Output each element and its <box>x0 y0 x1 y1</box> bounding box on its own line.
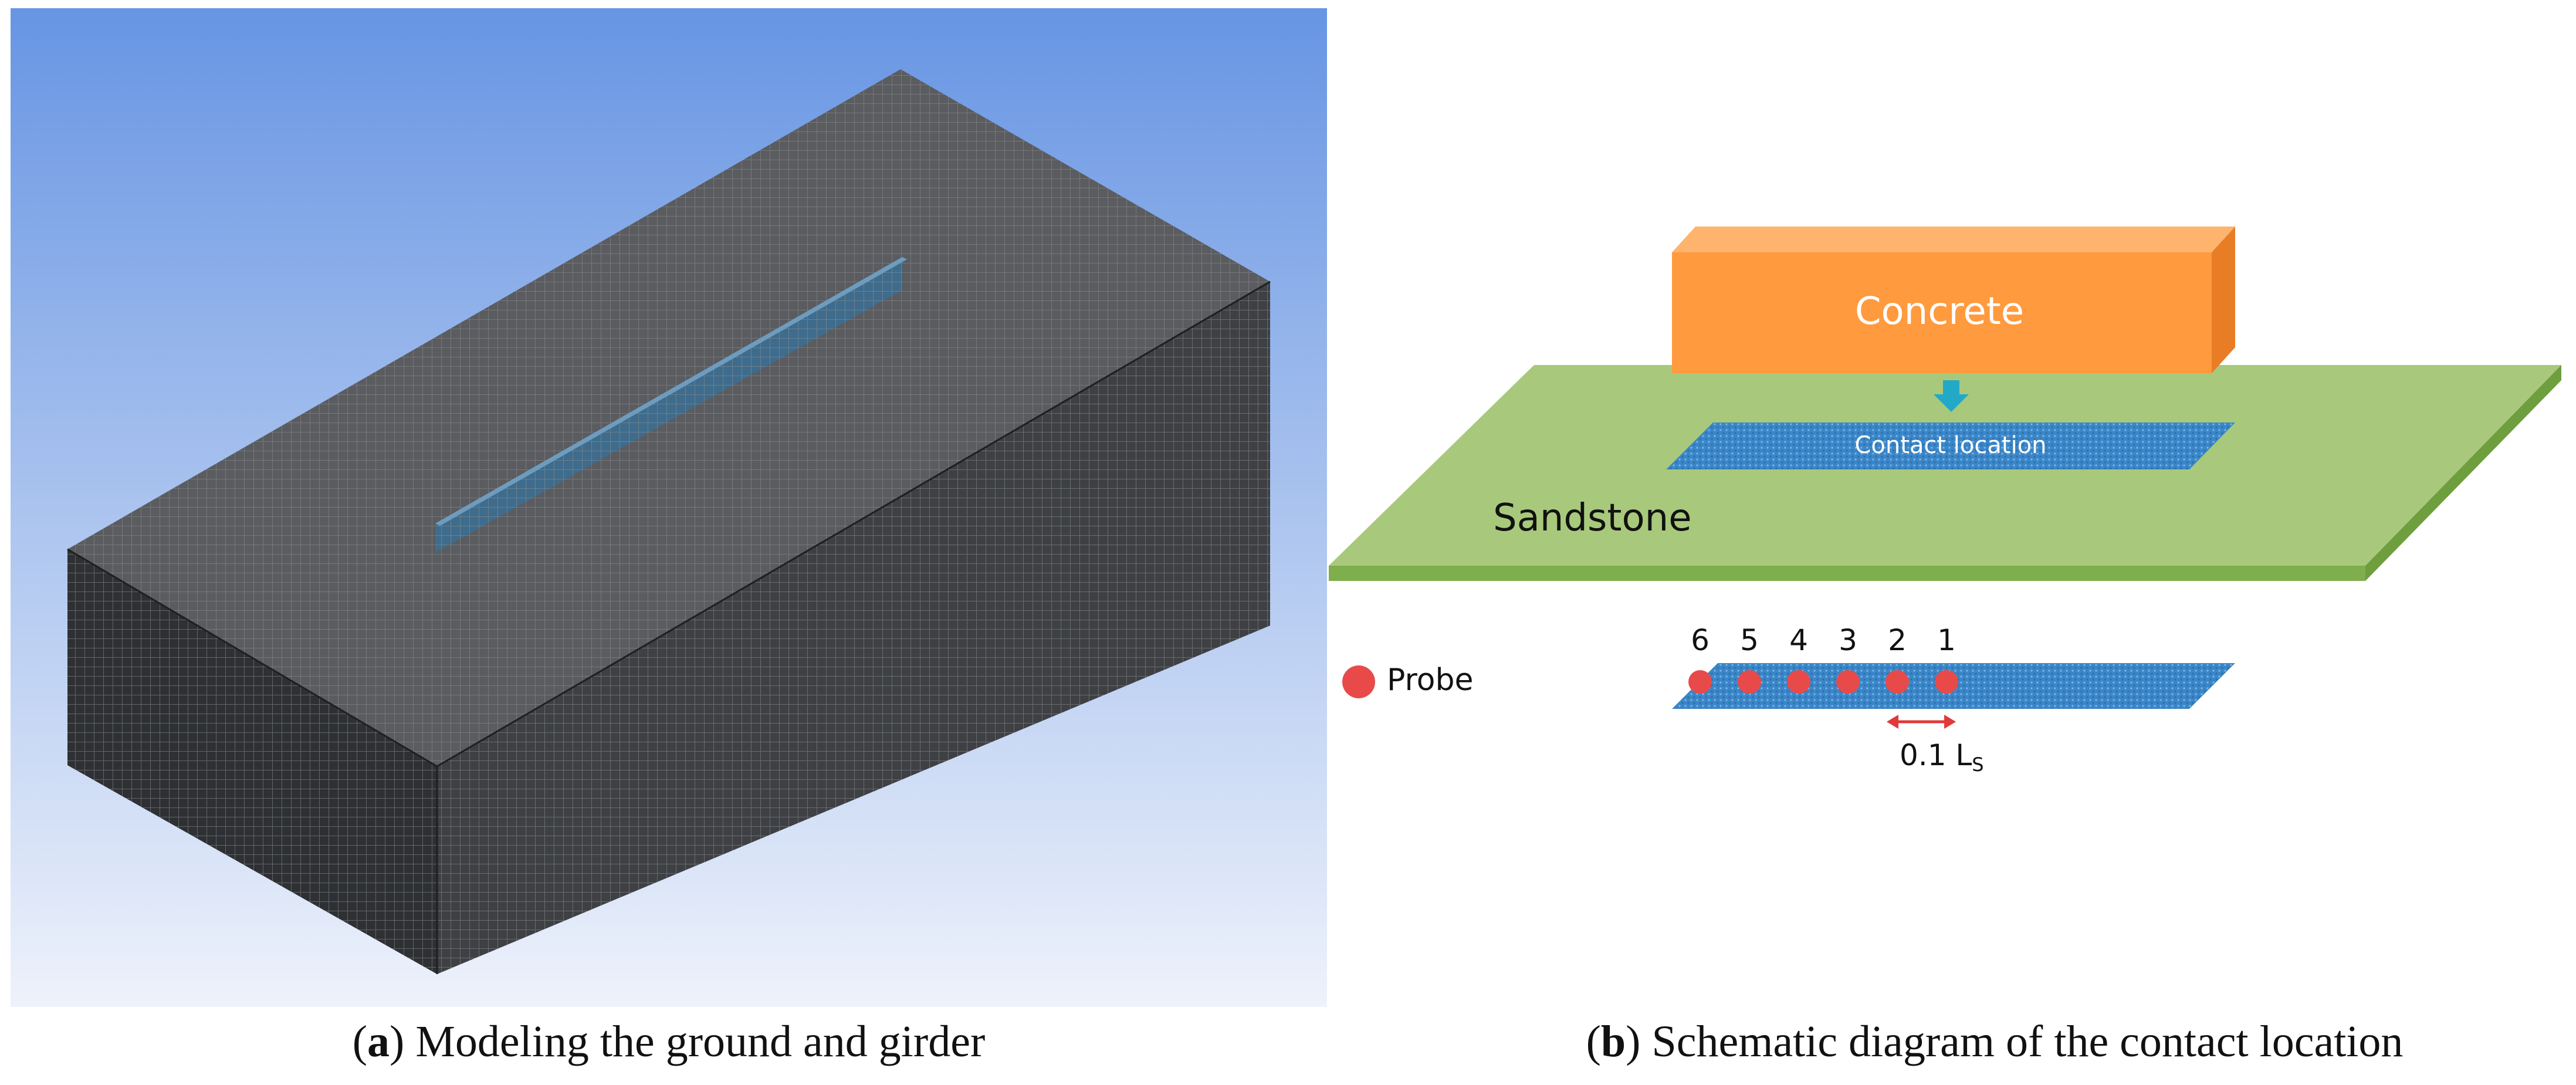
sandstone-side-edge <box>2365 365 2561 581</box>
contact-location: Contact location <box>1666 422 2235 469</box>
probe-marker-5 <box>1738 670 1761 694</box>
caption-b: (b) Schematic diagram of the contact loc… <box>1586 1017 2404 1066</box>
concrete-block: Concrete <box>1672 227 2235 373</box>
probe-legend-label: Probe <box>1387 663 1474 698</box>
caption-a-text: ) Modeling the ground and girder <box>390 1017 985 1066</box>
arrow-shaft <box>1943 380 1959 396</box>
caption-a-letter: a <box>367 1017 390 1066</box>
probe-markers <box>1688 670 1958 694</box>
probe-number-4: 4 <box>1789 623 1808 657</box>
sandstone-front-edge <box>1329 566 2365 581</box>
probe-legend-marker <box>1342 665 1375 698</box>
spacing-dimension: 0.1 LS <box>1887 715 1984 776</box>
girder-top <box>435 257 907 526</box>
caption-a-open: ( <box>353 1017 367 1066</box>
load-arrow <box>1934 380 1969 412</box>
concrete-top <box>1672 227 2235 252</box>
concrete-label: Concrete <box>1855 290 2024 333</box>
caption-b-text: ) Schematic diagram of the contact locat… <box>1626 1017 2403 1066</box>
probe-number-5: 5 <box>1740 623 1759 657</box>
girder-face-grid <box>435 257 902 553</box>
spacing-label-sub: S <box>1972 753 1983 776</box>
probe-number-1: 1 <box>1937 623 1956 657</box>
mesh-edge <box>436 280 1271 768</box>
probe-marker-1 <box>1935 670 1958 694</box>
girder <box>435 257 907 553</box>
concrete-front <box>1672 252 2212 373</box>
probe-number-6: 6 <box>1691 623 1710 657</box>
mesh-edge <box>67 548 438 768</box>
panel-b: Contact location Concrete Sandstone Prob… <box>1329 227 2561 1066</box>
contact-area <box>1666 422 2235 469</box>
probe-legend: Probe <box>1342 663 1474 698</box>
mesh-front-face-grid <box>437 282 1270 974</box>
concrete-side <box>2212 227 2235 373</box>
dimension-arrow-right <box>1944 715 1956 729</box>
panel-a: (a) Modeling the ground and girder <box>11 8 1327 1066</box>
sandstone-label: Sandstone <box>1493 496 1692 540</box>
probe-marker-2 <box>1886 670 1909 694</box>
spacing-label: 0.1 LS <box>1900 738 1984 776</box>
probe-marker-4 <box>1787 670 1810 694</box>
contact-label: Contact location <box>1854 432 2046 459</box>
spacing-label-value: 0.1 L <box>1900 738 1972 772</box>
mesh-side-face-grid <box>67 549 437 974</box>
caption-b-open: ( <box>1586 1017 1601 1066</box>
probe-number-3: 3 <box>1839 623 1857 657</box>
caption-a: (a) Modeling the ground and girder <box>353 1017 986 1066</box>
probe-number-2: 2 <box>1888 623 1907 657</box>
probe-marker-6 <box>1688 670 1712 694</box>
caption-b-letter: b <box>1601 1017 1626 1066</box>
arrow-head <box>1934 394 1969 412</box>
probe-marker-3 <box>1836 670 1860 694</box>
dimension-arrow-left <box>1887 715 1898 729</box>
